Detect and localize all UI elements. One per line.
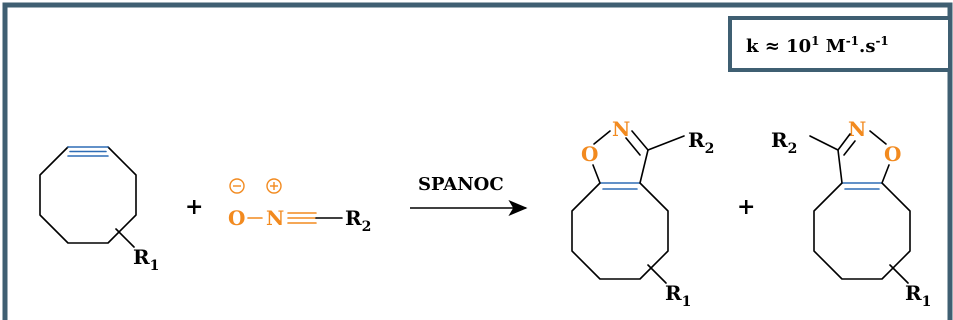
r2-substituent: R2: [688, 128, 714, 157]
r1-substituent: R1: [905, 281, 931, 310]
nitrogen-atom: N: [848, 117, 866, 141]
cyclooctyne: R1: [39, 146, 159, 274]
arrow-label: SPANOC: [418, 174, 504, 195]
plus-sign: +: [185, 194, 203, 220]
r2-substituent: R2: [345, 206, 371, 235]
oxygen-atom: O: [228, 206, 245, 230]
reaction-arrow: SPANOC: [410, 174, 528, 216]
oxygen-atom: O: [581, 142, 598, 166]
oxygen-atom: O: [884, 142, 901, 166]
r1-substituent: R1: [665, 281, 691, 310]
product-isoxazole-2: R2 N O R1: [771, 117, 931, 310]
r2-substituent: R2: [771, 128, 797, 157]
rate-constant: k ≈ 101 M-1.s-1: [746, 34, 889, 57]
r1-substituent: R1: [133, 245, 159, 274]
nitrile-oxide: O N R2: [228, 178, 371, 235]
product-isoxazole-1: O N R2 R1: [571, 117, 714, 310]
plus-sign: +: [737, 194, 755, 220]
rate-constant-box: k ≈ 101 M-1.s-1: [728, 16, 952, 72]
nitrogen-atom: N: [266, 206, 284, 230]
nitrogen-atom: N: [612, 117, 630, 141]
